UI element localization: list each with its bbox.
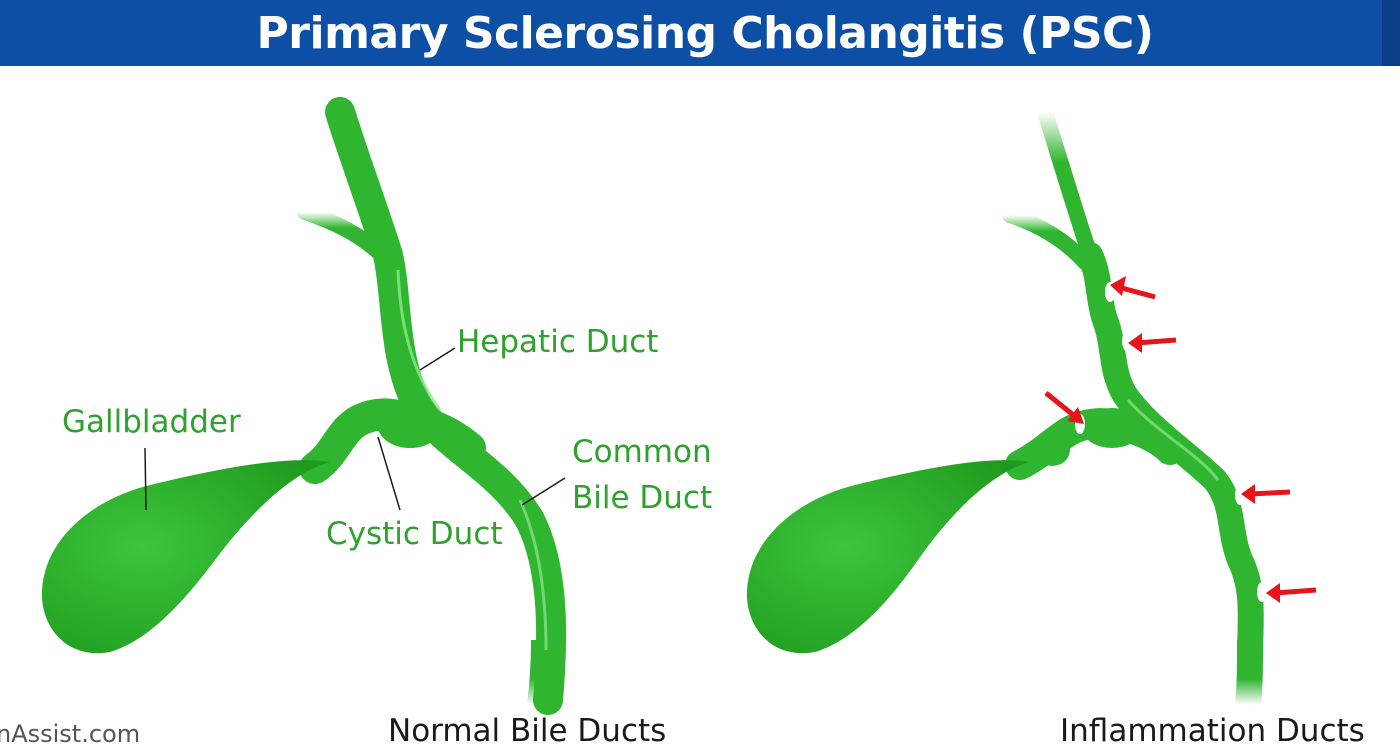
cystic-duct-leader: [377, 436, 401, 511]
stricture-arrow: [1241, 484, 1291, 504]
gallbladder-inflamed: [746, 460, 1030, 654]
stricture-arrow: [1044, 391, 1084, 424]
cystic-duct-label: Cystic Duct: [326, 516, 503, 552]
normal-bile-ducts: [41, 97, 567, 715]
gallbladder: [41, 460, 330, 654]
common-bile-duct-leader: [521, 477, 566, 506]
source-credit: nAssist.com: [0, 720, 141, 748]
normal-caption: Normal Bile Ducts: [388, 713, 667, 749]
page-title: Primary Sclerosing Cholangitis (PSC): [256, 7, 1154, 59]
common-bile-duct-label-line1: Common: [572, 434, 712, 470]
bile-duct-diagram: [41, 97, 1317, 715]
gallbladder-leader: [144, 447, 147, 511]
common-bile-duct-label-line2: Bile Duct: [572, 480, 713, 516]
stricture-arrow: [1266, 583, 1317, 603]
hepatic-duct-leader: [419, 347, 456, 371]
gallbladder-label: Gallbladder: [62, 404, 241, 440]
inflamed-bile-ducts: [746, 109, 1317, 707]
common-bile-duct: [527, 639, 565, 708]
stricture-arrow: [1128, 333, 1177, 353]
title-banner: Primary Sclerosing Cholangitis (PSC): [0, 0, 1400, 66]
stricture-arrow: [1110, 276, 1156, 300]
inflamed-caption: Inflammation Ducts: [1060, 713, 1365, 749]
hepatic-duct-label: Hepatic Duct: [457, 324, 659, 360]
banner-edge: [1382, 0, 1400, 66]
